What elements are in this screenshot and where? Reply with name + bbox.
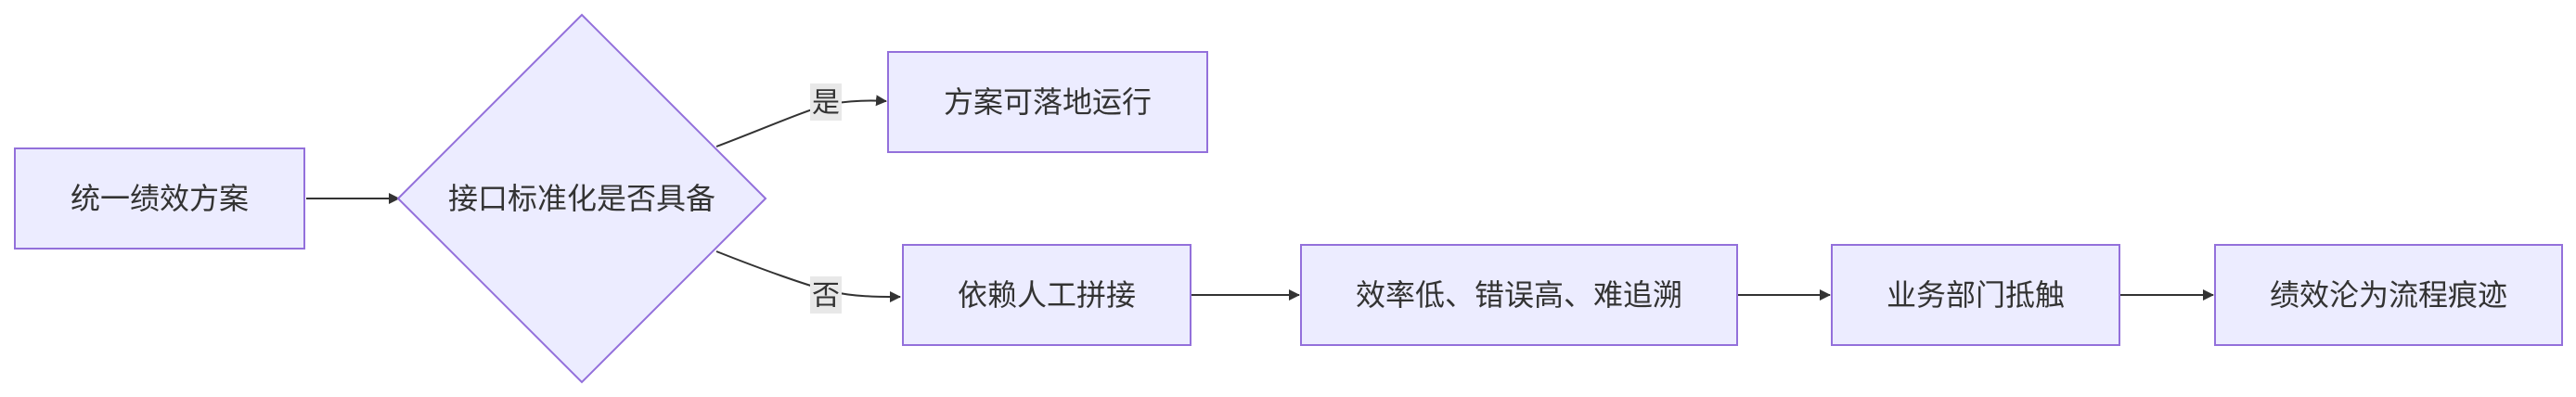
node-business-resist[interactable]: 业务部门抵触 xyxy=(1831,244,2120,346)
node-plan-feasible[interactable]: 方案可落地运行 xyxy=(887,51,1208,153)
node-manual-stitching-label: 依赖人工拼接 xyxy=(958,277,1136,313)
node-plan-feasible-label: 方案可落地运行 xyxy=(944,84,1152,120)
node-interface-check-label: 接口标准化是否具备 xyxy=(448,181,715,216)
node-unified-plan[interactable]: 统一绩效方案 xyxy=(14,147,305,250)
node-becomes-formality-label: 绩效沦为流程痕迹 xyxy=(2270,277,2507,313)
node-low-efficiency[interactable]: 效率低、错误高、难追溯 xyxy=(1300,244,1738,346)
edge-check-to-manual xyxy=(715,250,901,302)
node-low-efficiency-label: 效率低、错误高、难追溯 xyxy=(1356,277,1682,313)
node-manual-stitching[interactable]: 依赖人工拼接 xyxy=(902,244,1191,346)
node-becomes-formality[interactable]: 绩效沦为流程痕迹 xyxy=(2214,244,2563,346)
edge-check-to-feasible xyxy=(715,95,887,147)
edge-label-yes-text: 是 xyxy=(812,87,840,120)
node-unified-plan-label: 统一绩效方案 xyxy=(71,181,249,216)
node-interface-check[interactable]: 接口标准化是否具备 xyxy=(396,13,767,384)
node-business-resist-label: 业务部门抵触 xyxy=(1887,277,2065,313)
edge-label-no: 否 xyxy=(810,276,842,314)
edge-label-yes: 是 xyxy=(810,83,842,121)
edge-label-no-text: 否 xyxy=(812,280,840,313)
